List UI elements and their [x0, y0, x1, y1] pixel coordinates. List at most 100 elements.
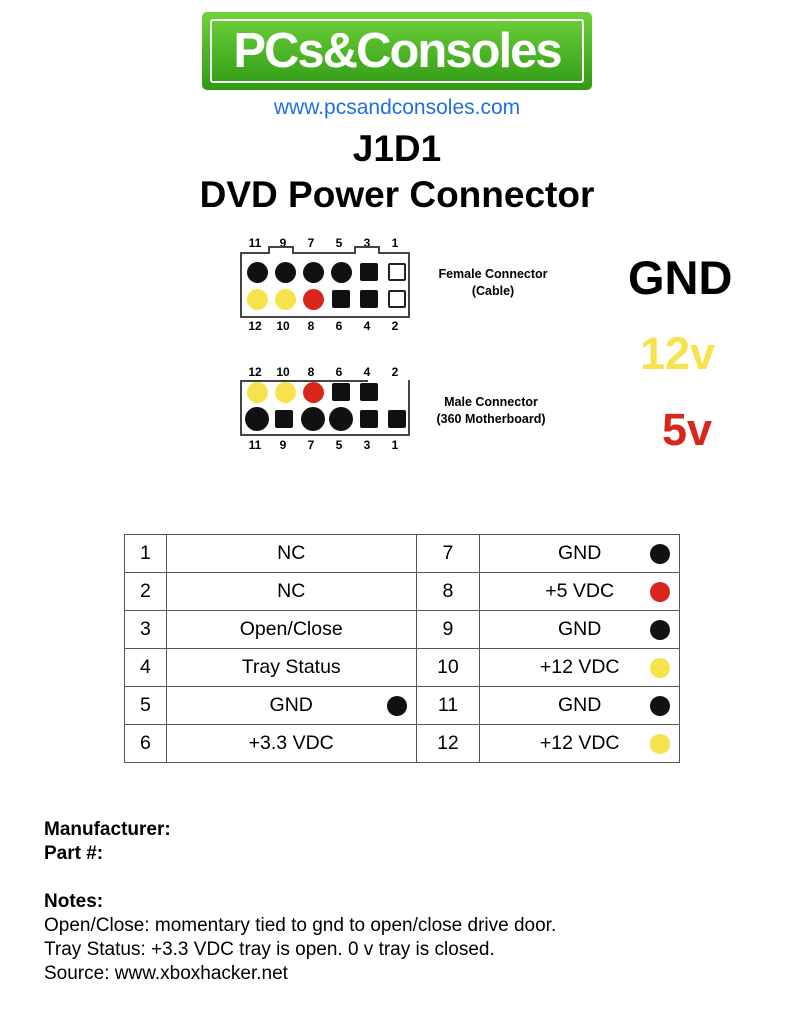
pin-number: 8 [307, 319, 315, 333]
signal-cell: GND [479, 534, 680, 573]
pin-number: 2 [391, 319, 399, 333]
caption-line: Female Connector [438, 267, 548, 281]
pin-number: 5 [335, 438, 343, 452]
signal-cell: +5 VDC [479, 572, 680, 611]
pin-8-5v [303, 289, 324, 310]
legend-gnd: GND [628, 251, 733, 304]
manufacturer-label-text: Manufacturer: [44, 819, 171, 840]
pin-number-cell: 6 [124, 724, 167, 763]
pin-number: 10 [276, 365, 290, 379]
signal-cell-text: NC [277, 542, 306, 564]
table-row: 3 Open/Close 9 GND [124, 610, 680, 649]
pin-number-cell-text: 8 [442, 580, 454, 602]
notes-heading-text: Notes: [44, 891, 104, 912]
pin-3 [360, 263, 378, 281]
notes-heading: Notes: [44, 890, 103, 914]
pin-number: 7 [307, 236, 315, 250]
pin-6 [332, 383, 350, 401]
table-row: 5 GND 11 GND [124, 686, 680, 725]
legend-5v: 5v [662, 404, 713, 455]
page-title-line2: DVD Power Connector [199, 174, 595, 215]
pin-12-12v [247, 289, 268, 310]
pin-number-cell: 11 [415, 686, 481, 725]
connector-latch [268, 246, 294, 254]
signal-cell-text: Tray Status [241, 656, 341, 678]
pin-2-nc [388, 290, 406, 308]
signal-cell: +12 VDC [479, 648, 680, 687]
pin-number-cell-text: 12 [437, 732, 459, 754]
pin-number-cell-text: 11 [437, 694, 459, 716]
pin-number: 3 [363, 236, 371, 250]
wire-color-dot [650, 734, 670, 754]
signal-cell-text: +12 VDC [539, 656, 620, 678]
caption-line: (Cable) [471, 284, 515, 298]
signal-cell: NC [165, 534, 417, 573]
pin-10-12v [275, 382, 296, 403]
brand-logo: PCs&Consoles [202, 12, 592, 90]
male-connector-caption: Male Connector (360 Motherboard) [416, 394, 566, 428]
website-url[interactable]: www.pcsandconsoles.com [273, 96, 521, 119]
pin-number: 9 [279, 438, 287, 452]
pin-number-cell: 7 [415, 534, 481, 573]
signal-cell-text: GND [558, 542, 602, 564]
pin-number-cell: 8 [415, 572, 481, 611]
note-source: Source: www.xboxhacker.net [44, 963, 288, 984]
signal-cell: +12 VDC [479, 724, 680, 763]
wire-color-dot [650, 582, 670, 602]
pin-number: 5 [335, 236, 343, 250]
pin-number: 12 [248, 365, 262, 379]
male-top-pin-numbers: 12 10 8 6 4 2 [241, 365, 409, 379]
table-row: 1 NC 7 GND [124, 534, 680, 573]
signal-cell-text: +12 VDC [539, 732, 620, 754]
pin-number: 7 [307, 438, 315, 452]
pin-number-cell: 12 [415, 724, 481, 763]
pin-1 [388, 410, 406, 428]
pin-number: 1 [391, 236, 399, 250]
pin-number: 11 [248, 438, 262, 452]
pin-number: 8 [307, 365, 315, 379]
pin-7-gnd [303, 262, 324, 283]
pin-number: 4 [363, 319, 371, 333]
pin-4 [360, 290, 378, 308]
pin-number-cell-text: 9 [442, 618, 454, 640]
page-title-line1: J1D1 [352, 128, 442, 169]
signal-cell: GND [165, 686, 417, 725]
note-open-close: Open/Close: momentary tied to gnd to ope… [44, 915, 557, 936]
legend-12v: 12v [640, 328, 716, 379]
caption-line: Male Connector [444, 395, 538, 409]
signal-cell: Tray Status [165, 648, 417, 687]
pin-7-gnd [301, 407, 325, 431]
pin-10-12v [275, 289, 296, 310]
pin-number: 6 [335, 319, 343, 333]
pin-number: 12 [248, 319, 262, 333]
wire-color-dot [650, 696, 670, 716]
pin-5-gnd [329, 407, 353, 431]
note-tray-status: Tray Status: +3.3 VDC tray is open. 0 v … [44, 939, 495, 960]
pin-number-cell: 10 [415, 648, 481, 687]
pin-number-cell-text: 7 [442, 542, 454, 564]
signal-cell-text: Open/Close [239, 618, 343, 640]
signal-cell-text: GND [558, 618, 602, 640]
pin-number-cell: 4 [124, 648, 167, 687]
female-top-pin-numbers: 11 9 7 5 3 1 [241, 236, 409, 250]
pin-number: 11 [248, 236, 262, 250]
brand-logo-text: PCs&Consoles [210, 19, 584, 83]
connector-latch [354, 246, 380, 254]
female-bottom-pin-numbers: 12 10 8 6 4 2 [241, 319, 409, 333]
signal-cell-text: GND [269, 694, 313, 716]
signal-cell-text: GND [558, 694, 602, 716]
pin-number-cell: 1 [124, 534, 167, 573]
wire-color-dot [386, 696, 407, 716]
caption-line: (360 Motherboard) [436, 412, 546, 426]
pin-number: 1 [391, 438, 399, 452]
pin-number-cell-text: 3 [140, 618, 151, 640]
connector-edge [240, 380, 368, 382]
part-label: Part #: [44, 842, 103, 866]
signal-cell-text: +5 VDC [545, 580, 615, 602]
pin-number: 10 [276, 319, 290, 333]
pin-number-cell: 2 [124, 572, 167, 611]
pin-number-cell-text: 5 [140, 694, 151, 716]
pin-number-cell: 5 [124, 686, 167, 725]
